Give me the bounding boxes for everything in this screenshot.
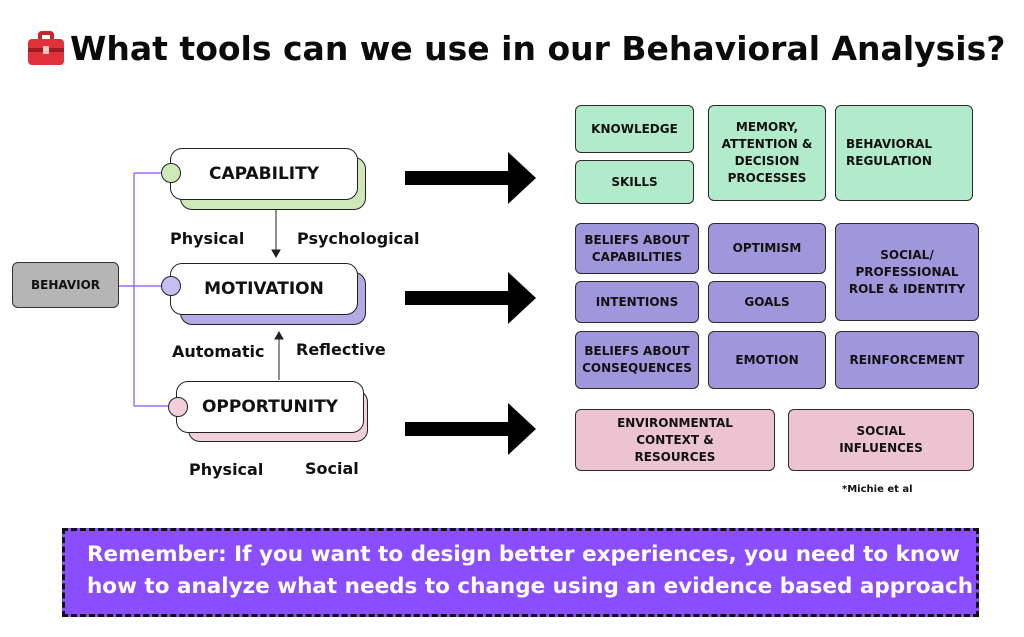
domain-reinforcement: REINFORCEMENT — [835, 331, 979, 389]
capability-domains-arrow — [405, 152, 536, 204]
opportunity-to-motivation-arrow — [274, 330, 284, 380]
motivation-reflective-label: Reflective — [296, 340, 386, 359]
citation: *Michie et al — [842, 484, 913, 495]
motivation-domains-arrow — [405, 272, 536, 324]
motivation-dot — [161, 276, 181, 296]
opportunity-domains-arrow — [405, 403, 536, 455]
domain-skills: SKILLS — [575, 160, 694, 204]
domain-environmental-context: ENVIRONMENTAL CONTEXT & RESOURCES — [575, 409, 775, 471]
page-title: What tools can we use in our Behavioral … — [28, 22, 1005, 74]
capability-to-motivation-arrow — [271, 209, 281, 259]
capability-dot — [161, 163, 181, 183]
domain-optimism: OPTIMISM — [708, 223, 826, 274]
opportunity-social-label: Social — [305, 459, 359, 478]
motivation-automatic-label: Automatic — [172, 342, 265, 361]
domain-behavioral-regulation: BEHAVIORAL REGULATION — [835, 105, 973, 201]
opportunity-physical-label: Physical — [189, 460, 264, 479]
domain-beliefs-capabilities: BELIEFS ABOUT CAPABILITIES — [575, 223, 699, 274]
domain-intentions: INTENTIONS — [575, 281, 699, 323]
domain-memory-attention: MEMORY, ATTENTION & DECISION PROCESSES — [708, 105, 826, 201]
capability-psychological-label: Psychological — [297, 229, 420, 248]
capability-physical-label: Physical — [170, 229, 245, 248]
behavior-box: BEHAVIOR — [12, 262, 119, 308]
banner-line-2: how to analyze what needs to change usin… — [87, 574, 974, 599]
toolbox-icon — [28, 31, 64, 65]
motivation-node: MOTIVATION — [170, 263, 358, 315]
capability-node: CAPABILITY — [170, 148, 358, 200]
domain-knowledge: KNOWLEDGE — [575, 105, 694, 153]
domain-emotion: EMOTION — [708, 331, 826, 389]
domain-beliefs-consequences: BELIEFS ABOUT CONSEQUENCES — [575, 331, 699, 389]
reminder-banner: Remember: If you want to design better e… — [62, 528, 979, 617]
domain-social-influences: SOCIAL INFLUENCES — [788, 409, 974, 471]
domain-goals: GOALS — [708, 281, 826, 323]
banner-line-1: Remember: If you want to design better e… — [87, 542, 960, 567]
behavior-connector — [119, 172, 168, 407]
page-title-text: What tools can we use in our Behavioral … — [70, 28, 1006, 68]
domain-social-professional-role: SOCIAL/ PROFESSIONAL ROLE & IDENTITY — [835, 223, 979, 321]
opportunity-node: OPPORTUNITY — [176, 381, 364, 433]
opportunity-dot — [168, 397, 188, 417]
